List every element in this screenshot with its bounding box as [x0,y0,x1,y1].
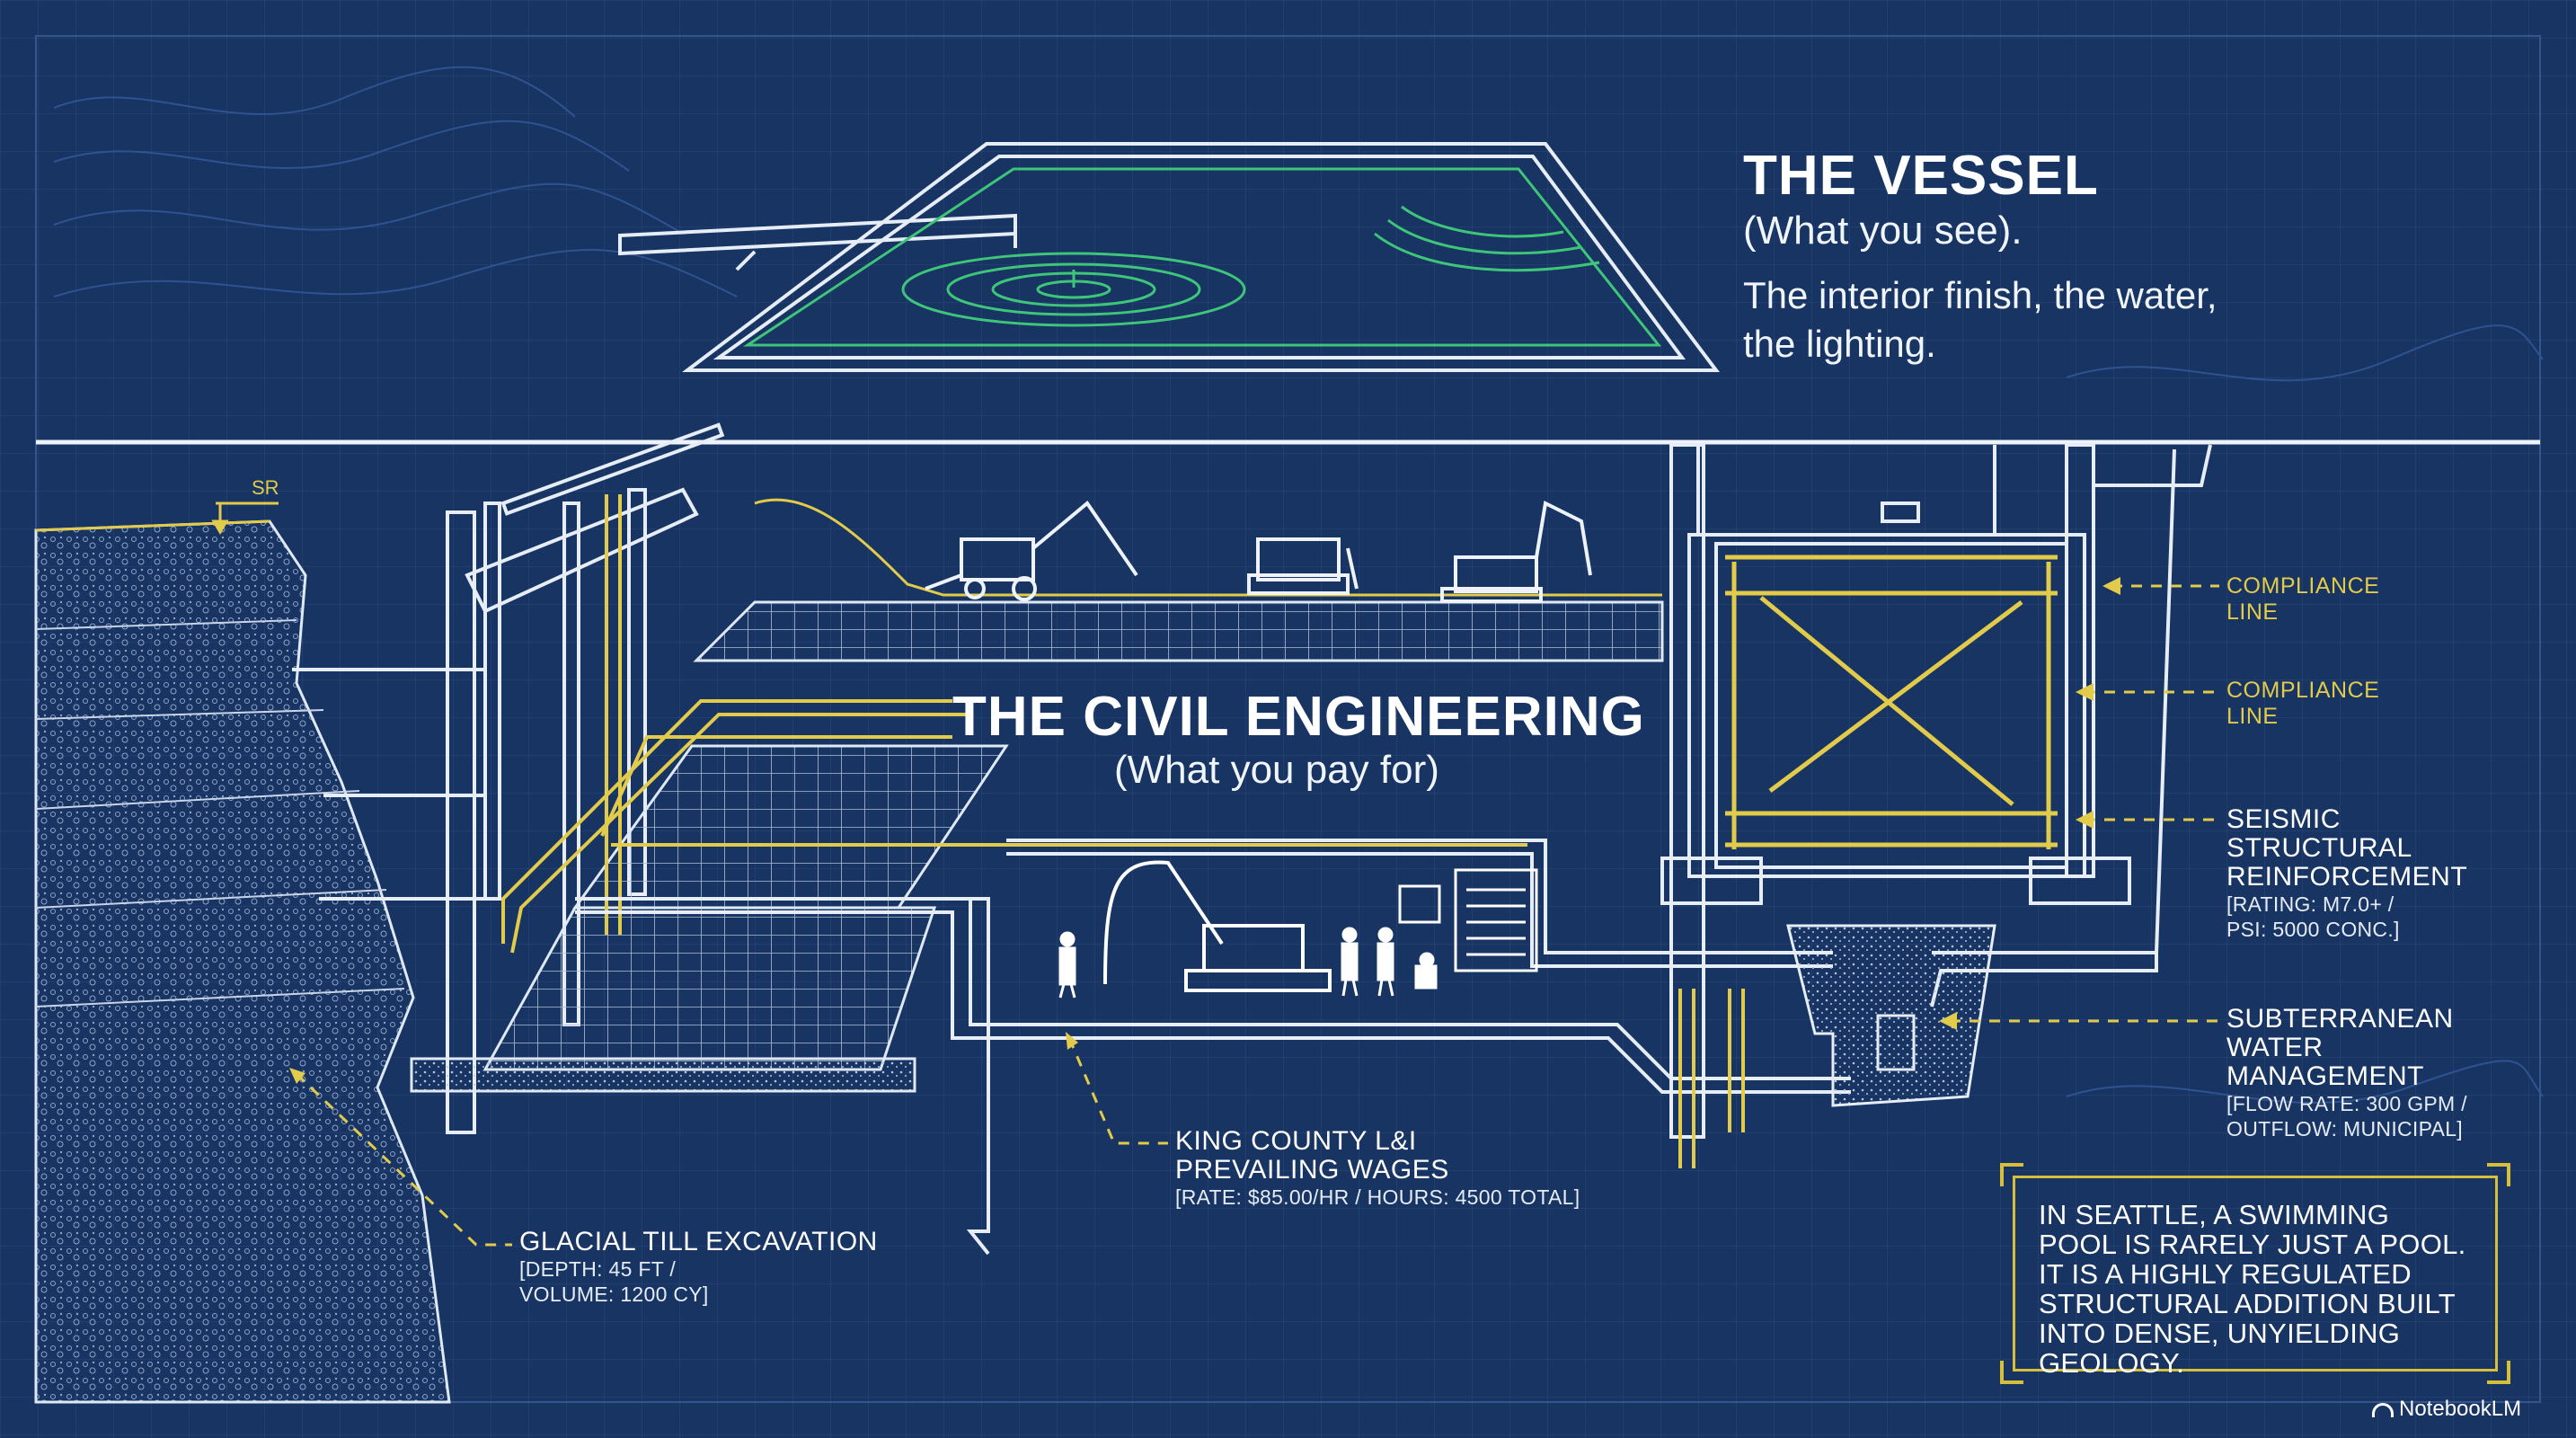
water-management-detail: [FLOW RATE: 300 GPM / OUTFLOW: MUNICIPAL… [2226,1092,2467,1141]
civil-engineering-title: THE CIVIL ENGINEERING [952,686,1645,748]
ground-surface [35,498,1662,597]
piles [1678,989,1745,1168]
civil-engineering-subtitle: (What you pay for) [1114,748,1439,792]
sr-label: SR [252,476,279,499]
trench-excavator [1103,860,1332,992]
trench-workers [1058,927,1438,999]
seismic-detail: [RATING: M7.0+ / PSI: 5000 CONC.] [2226,892,2400,941]
structural-beams [501,494,1527,954]
brand-label: NotebookLM [2399,1397,2522,1421]
seismic-callout: SEISMIC STRUCTURAL REINFORCEMENT [RATING… [2226,805,2523,942]
glacial-till-title: GLACIAL TILL EXCAVATION [519,1227,878,1256]
shoring-walls [292,422,725,1134]
compliance-line-label-2: COMPLIANCE LINE [2226,678,2380,729]
vessel-title: THE VESSEL [1743,145,2099,207]
compliance-line-label-1: COMPLIANCE LINE [2226,573,2380,625]
glacial-till-detail: [DEPTH: 45 FT / VOLUME: 1200 CY] [519,1257,709,1306]
notebooklm-icon [2372,1402,2394,1417]
construction-machinery-surface [925,501,1592,603]
rebar-mesh [410,600,1664,1093]
water-management-title: SUBTERRANEAN WATER MANAGEMENT [2226,1004,2454,1091]
seismic-title: SEISMIC STRUCTURAL REINFORCEMENT [2226,804,2468,892]
seattle-note: IN SEATTLE, A SWIMMING POOL IS RARELY JU… [2013,1176,2498,1378]
plan-documents [1398,868,1538,972]
seismic-bracing [1725,555,2058,849]
pool-water-outline [743,167,1662,347]
callout-arrowheads [289,577,2120,1084]
topographic-contours [53,66,2544,1104]
prevailing-wages-title: KING COUNTY L&I PREVAILING WAGES [1175,1126,1449,1185]
pool-vessel-drawing [618,142,1721,372]
vessel-subtitle: (What you see). [1743,209,2023,253]
prevailing-wages-callout: KING COUNTY L&I PREVAILING WAGES [RATE: … [1175,1127,1642,1210]
soil-strata [34,519,451,1404]
note-box-corners [2000,1163,2510,1384]
prevailing-wages-detail: [RATE: $85.00/HR / HOURS: 4500 TOTAL] [1175,1185,1580,1209]
sump-pit [1786,924,1996,1107]
seismic-frame [1660,443,2212,1139]
glacial-till-callout: GLACIAL TILL EXCAVATION [DEPTH: 45 FT / … [519,1228,897,1307]
sr-marker [211,502,279,535]
callout-leaders [295,584,2219,1247]
vessel-description: The interior finish, the water, the ligh… [1743,274,2217,365]
notebooklm-brand: NotebookLM [2372,1397,2521,1422]
water-management-callout: SUBTERRANEAN WATER MANAGEMENT [FLOW RATE… [2226,1005,2523,1141]
